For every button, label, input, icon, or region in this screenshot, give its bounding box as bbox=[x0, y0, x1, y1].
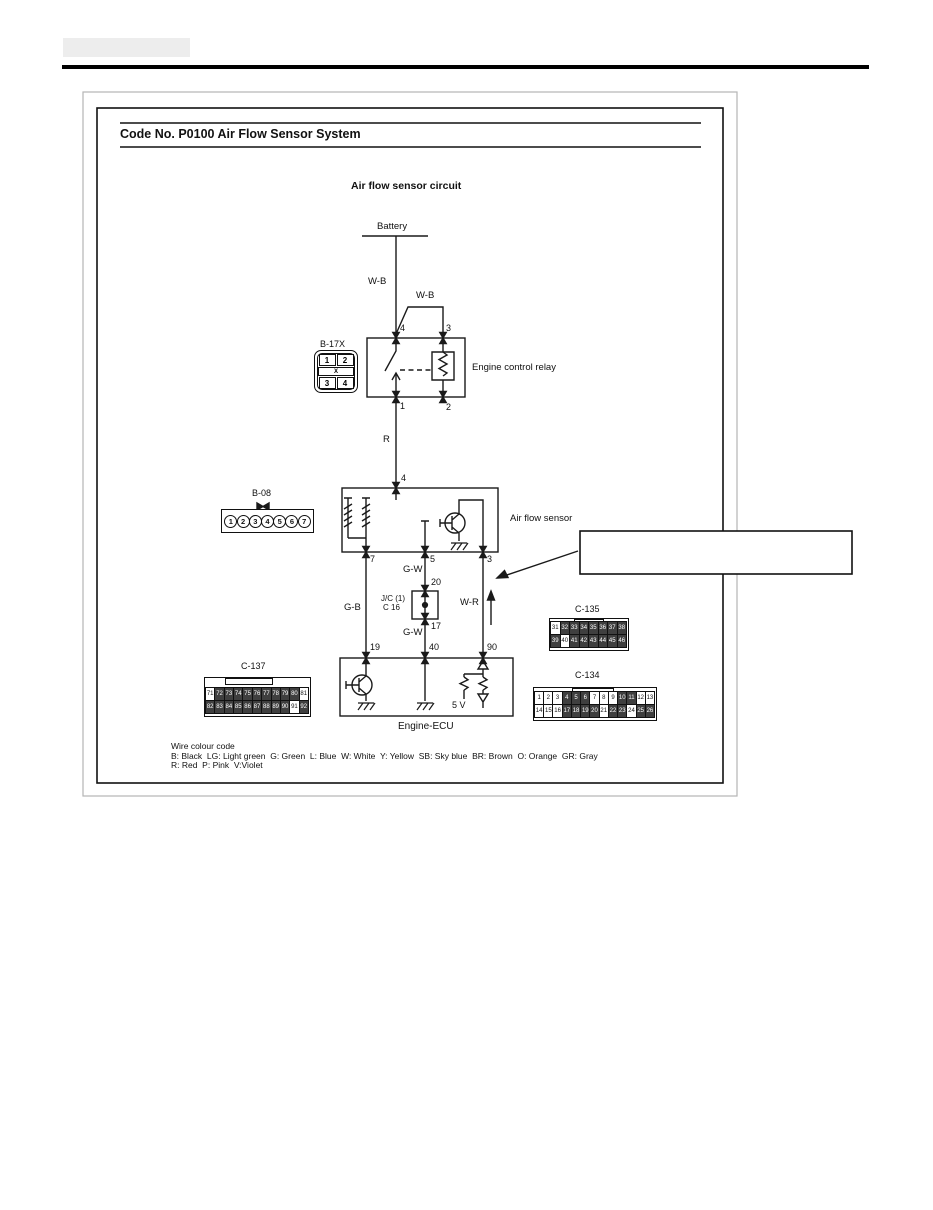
wire-label-gw-lower: G-W bbox=[403, 627, 423, 638]
callout-box bbox=[579, 530, 853, 575]
connector-pin-81: 81 bbox=[298, 687, 309, 701]
battery-label: Battery bbox=[377, 221, 408, 232]
title-underline bbox=[120, 122, 701, 148]
b17x-pin-1: 1 bbox=[318, 354, 336, 366]
page-divider-rule bbox=[62, 65, 869, 69]
jc-label-line1: J/C (1) bbox=[381, 594, 405, 603]
faded-header-box bbox=[63, 38, 190, 57]
b08-pin-5: 5 bbox=[273, 514, 287, 528]
connector-b08-label: B-08 bbox=[252, 488, 272, 498]
connector-pin-46: 46 bbox=[616, 634, 627, 648]
legend-line1: B: Black LG: Light green G: Green L: Blu… bbox=[171, 751, 598, 761]
wire-label-gw-upper: G-W bbox=[403, 564, 423, 575]
b08-pin-4: 4 bbox=[261, 514, 274, 528]
wiring bbox=[256, 235, 853, 717]
afs-transistor-icon bbox=[439, 499, 484, 552]
air-flow-sensor-box bbox=[341, 487, 499, 553]
connector-pin-13: 13 bbox=[644, 691, 656, 705]
connector-b17x-inner: 1 2 X 3 4 bbox=[317, 353, 355, 390]
connector-pin-38: 38 bbox=[616, 621, 627, 635]
b17x-pin-3: 3 bbox=[318, 377, 336, 389]
pin-label-afs-3: 3 bbox=[487, 554, 493, 564]
wire-label-r: R bbox=[383, 434, 390, 445]
relay-name-label: Engine control relay bbox=[472, 362, 556, 373]
b08-pin-2: 2 bbox=[236, 514, 250, 528]
pin-label-afs-4: 4 bbox=[401, 473, 407, 483]
pin-marks bbox=[362, 331, 487, 665]
callout bbox=[495, 530, 853, 579]
pin-label-ecu-90: 90 bbox=[487, 642, 498, 652]
ecu-name-label: Engine-ECU bbox=[398, 721, 454, 732]
wire-label-wb-main: W-B bbox=[368, 276, 387, 287]
pin-label-relay-2: 2 bbox=[446, 402, 452, 412]
connector-b17x-label: B-17X bbox=[320, 339, 346, 349]
ecu-box bbox=[339, 657, 514, 717]
pin-label-afs-7: 7 bbox=[370, 554, 376, 564]
pin-label-afs-5: 5 bbox=[430, 554, 436, 564]
connector-pin-92: 92 bbox=[298, 700, 309, 714]
connector-tab bbox=[225, 678, 273, 685]
b17x-pin-4: 4 bbox=[336, 377, 354, 389]
wire-label-wr: W-R bbox=[460, 597, 479, 608]
b08-pin-6: 6 bbox=[285, 514, 299, 528]
ecu-ground-40 bbox=[416, 658, 435, 711]
signal-direction-arrow bbox=[486, 589, 496, 625]
relay-switch bbox=[384, 338, 431, 397]
wire-label-wb-branch: W-B bbox=[416, 290, 435, 301]
inner-frame bbox=[96, 107, 724, 784]
pin-label-jc-20: 20 bbox=[431, 577, 442, 587]
b08-pin-1: 1 bbox=[224, 514, 238, 528]
page-title: Code No. P0100 Air Flow Sensor System bbox=[120, 127, 361, 141]
afs-name-label: Air flow sensor bbox=[510, 513, 573, 524]
pin-label-relay-4: 4 bbox=[400, 323, 406, 333]
bowtie-icon bbox=[256, 501, 270, 512]
pin-label-ecu-40: 40 bbox=[429, 642, 440, 652]
b08-pin-7: 7 bbox=[297, 514, 311, 528]
relay-box bbox=[366, 337, 466, 398]
jc-label-line2: C 16 bbox=[383, 603, 400, 612]
connector-c137-label: C-137 bbox=[241, 661, 266, 671]
connector-c135-label: C-135 bbox=[575, 604, 600, 614]
connector-b17x: 1 2 X 3 4 bbox=[314, 350, 358, 393]
sensor-elements bbox=[343, 488, 429, 552]
relay-coil bbox=[431, 338, 455, 397]
legend-title: Wire colour code bbox=[171, 741, 235, 751]
outer-frame bbox=[82, 91, 738, 797]
connector-pin-26: 26 bbox=[644, 704, 656, 718]
pin-label-jc-17: 17 bbox=[431, 621, 442, 631]
legend-line2: R: Red P: Pink V:Violet bbox=[171, 760, 263, 770]
b08-pin-3: 3 bbox=[248, 514, 262, 528]
pin-label-relay-1: 1 bbox=[400, 401, 406, 411]
diagram-subtitle: Air flow sensor circuit bbox=[351, 180, 462, 192]
pin-label-relay-3: 3 bbox=[446, 323, 452, 333]
five-v-label: 5 V bbox=[452, 700, 466, 710]
pin-label-ecu-19: 19 bbox=[370, 642, 381, 652]
wire-label-gb: G-B bbox=[344, 602, 361, 613]
connector-c134-label: C-134 bbox=[575, 670, 600, 680]
ecu-transistor-icon bbox=[345, 658, 376, 711]
b17x-pin-2: 2 bbox=[336, 354, 354, 366]
wire-wb bbox=[395, 236, 444, 338]
b17x-key: X bbox=[318, 367, 354, 376]
